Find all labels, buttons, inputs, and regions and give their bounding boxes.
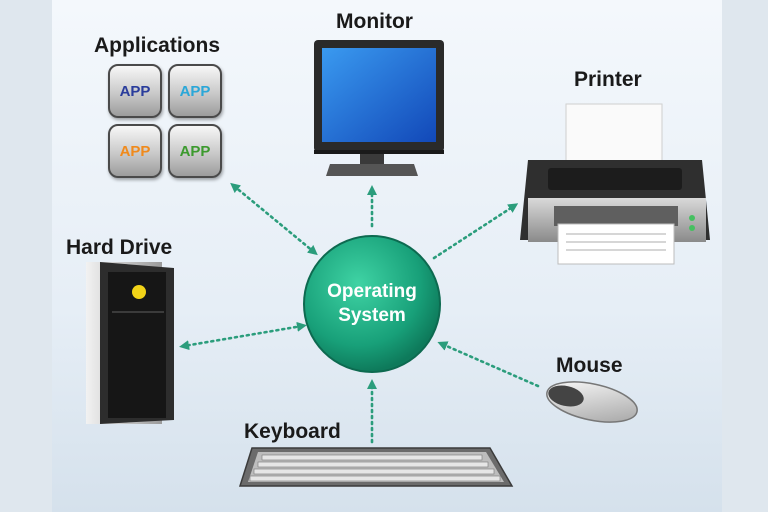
- arrow-mouse: [437, 341, 540, 388]
- app-label: APP: [119, 82, 151, 100]
- label-monitor: Monitor: [336, 10, 413, 33]
- monitor-icon: [314, 40, 444, 176]
- label-mouse: Mouse: [556, 354, 623, 377]
- app-tile: APP: [108, 64, 162, 118]
- label-applications: Applications: [94, 34, 221, 57]
- os-label-line-2: System: [338, 305, 406, 326]
- arrow-hard-drive: [179, 321, 307, 351]
- app-tile: APP: [108, 124, 162, 178]
- keyboard-icon: [238, 447, 514, 487]
- app-label: APP: [179, 82, 211, 100]
- os-label-line-1: Operating: [327, 281, 417, 302]
- app-tile: APP: [168, 124, 222, 178]
- printer-icon: [520, 103, 710, 265]
- arrow-applications: [230, 182, 318, 256]
- operating-system-label: Operating System: [302, 280, 442, 328]
- mouse-icon: [546, 381, 638, 423]
- hard-drive-icon: [86, 262, 174, 424]
- label-hard-drive: Hard Drive: [66, 236, 173, 259]
- label-printer: Printer: [574, 68, 642, 91]
- app-tile: APP: [168, 64, 222, 118]
- arrow-printer: [432, 203, 519, 260]
- app-label: APP: [179, 142, 211, 160]
- app-label: APP: [119, 142, 151, 160]
- label-keyboard: Keyboard: [244, 420, 341, 443]
- operating-system-node: [303, 235, 441, 373]
